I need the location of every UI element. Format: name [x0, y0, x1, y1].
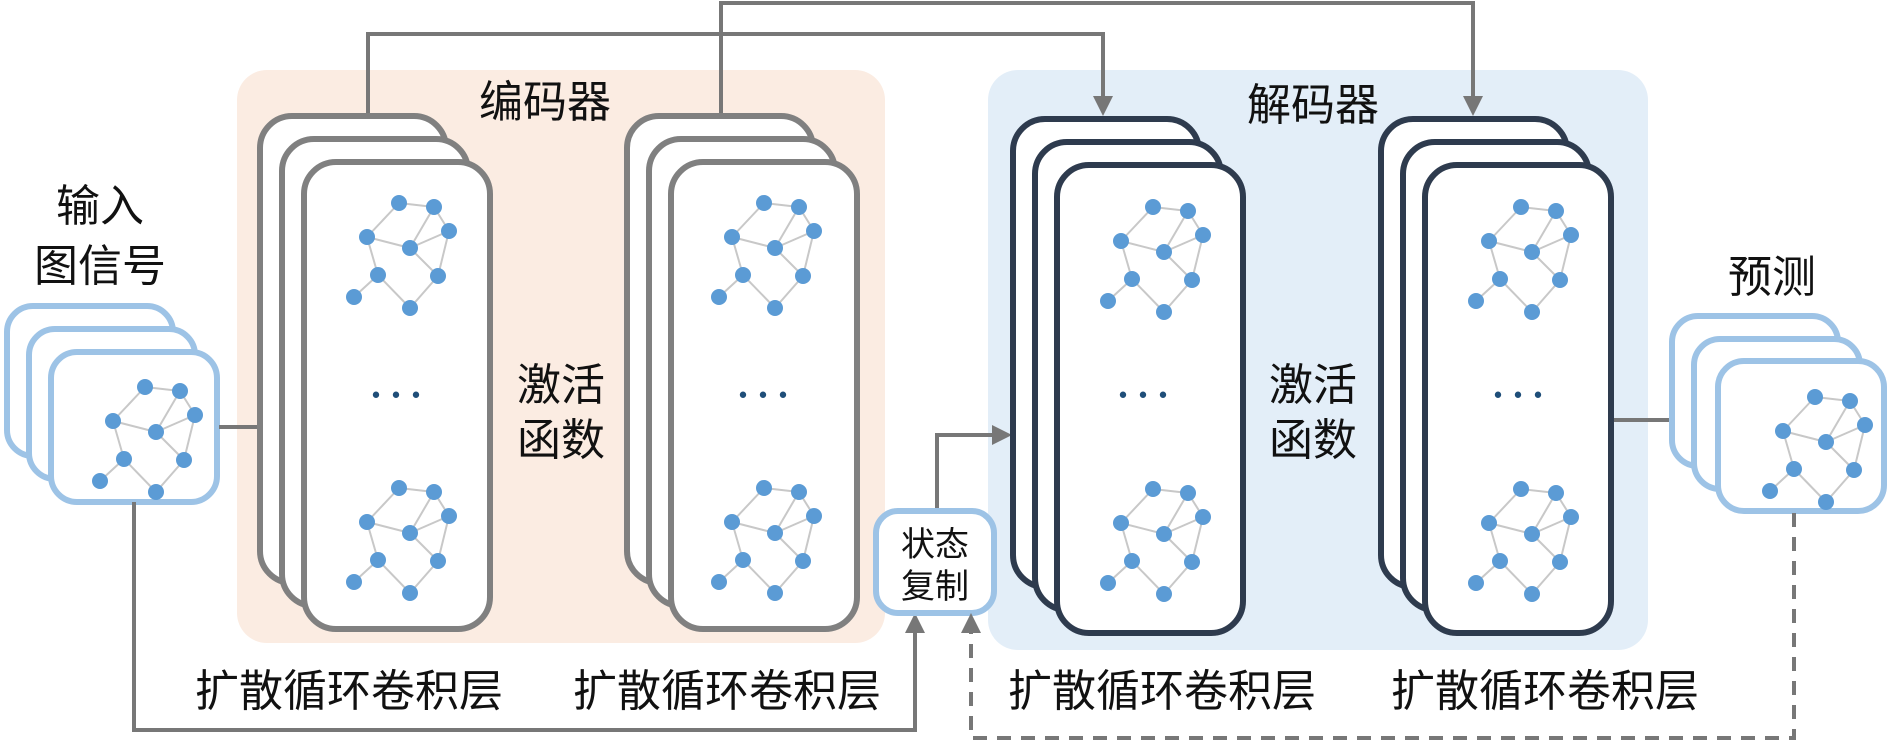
input-label-line1: 输入: [56, 181, 144, 232]
state-copy-box: 状态 复制: [873, 508, 997, 616]
input-signal-stack: [4, 303, 220, 505]
decoder-activation-line2: 函数: [1269, 415, 1357, 466]
ellipsis: • • •: [1492, 384, 1545, 409]
state-copy-frame: [873, 508, 997, 616]
skip-connection-layer2: [719, 1, 1483, 116]
decoder-title: 解码器: [1247, 80, 1379, 131]
encoder-layer-2-stack: • • •: [624, 113, 860, 632]
prediction-label: 预测: [1728, 252, 1816, 303]
ellipsis: • • •: [737, 384, 790, 409]
encoder-layer-1-stack: • • •: [257, 113, 493, 632]
state-copy-line1: 状态: [901, 525, 969, 565]
state-copy-to-decoder-arrow: [935, 425, 1012, 510]
input-to-state-copy-line: [132, 502, 925, 732]
encoder-title: 编码器: [479, 77, 611, 128]
skip-connections: [366, 1, 1483, 116]
encoder-layer-2-label: 扩散循环卷积层: [573, 666, 881, 717]
decoder-layer-2-stack: • • •: [1378, 116, 1614, 636]
encoder-activation-line2: 函数: [517, 415, 605, 466]
ellipsis: • • •: [1117, 384, 1170, 409]
encoder-layer-1-label: 扩散循环卷积层: [195, 666, 503, 717]
skip-connection-layer1: [366, 32, 1113, 116]
decoder-activation-line1: 激活: [1269, 360, 1357, 411]
prediction-stack: [1669, 313, 1887, 514]
decoder-layer-1-label: 扩散循环卷积层: [1008, 666, 1316, 717]
prediction-feedback-dashed-arrow: [961, 513, 1796, 740]
decoder-layer-1-stack: • • •: [1010, 116, 1246, 636]
state-copy-line2: 复制: [901, 567, 969, 607]
decoder-layer-2-label: 扩散循环卷积层: [1391, 666, 1699, 717]
encoder-activation-line1: 激活: [517, 360, 605, 411]
input-label-line2: 图信号: [34, 241, 166, 292]
ellipsis: • • •: [370, 384, 423, 409]
